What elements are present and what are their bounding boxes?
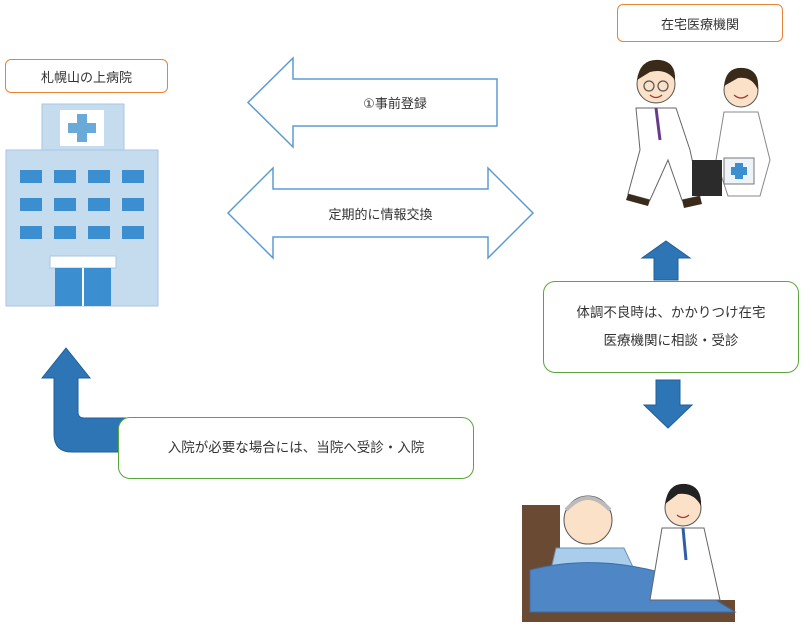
down-arrow-to-consult [642, 379, 694, 429]
consult-note-line1: 体調不良時は、かかりつけ在宅 [576, 304, 766, 321]
info-exchange-arrow [226, 166, 535, 260]
hospital-building-icon [5, 103, 159, 307]
admission-note-text: 入院が必要な場合には、当院へ受診・入院 [167, 439, 425, 456]
pre-registration-text: ①事前登録 [363, 97, 427, 112]
home-clinic-label: 在宅医療機関 [617, 4, 783, 42]
pre-registration-label: ①事前登録 [293, 79, 497, 126]
pre-registration-arrow [246, 56, 498, 149]
info-exchange-text: 定期的に情報交換 [328, 207, 433, 223]
consult-note-box: 体調不良時は、かかりつけ在宅 医療機関に相談・受診 [543, 281, 799, 373]
up-arrow-to-clinic [640, 240, 692, 281]
info-exchange-label: 定期的に情報交換 [273, 189, 488, 237]
consult-note-line2: 医療機関に相談・受診 [603, 333, 739, 349]
patient-in-bed-with-doctor-icon [522, 483, 737, 622]
hospital-label-text: 札幌山の上病院 [40, 70, 132, 86]
home-visit-doctor-nurse-icon [626, 59, 771, 208]
home-clinic-label-text: 在宅医療機関 [660, 17, 739, 33]
hospital-label: 札幌山の上病院 [5, 59, 168, 93]
admission-note-box: 入院が必要な場合には、当院へ受診・入院 [118, 417, 474, 479]
admission-arrow [40, 347, 141, 453]
